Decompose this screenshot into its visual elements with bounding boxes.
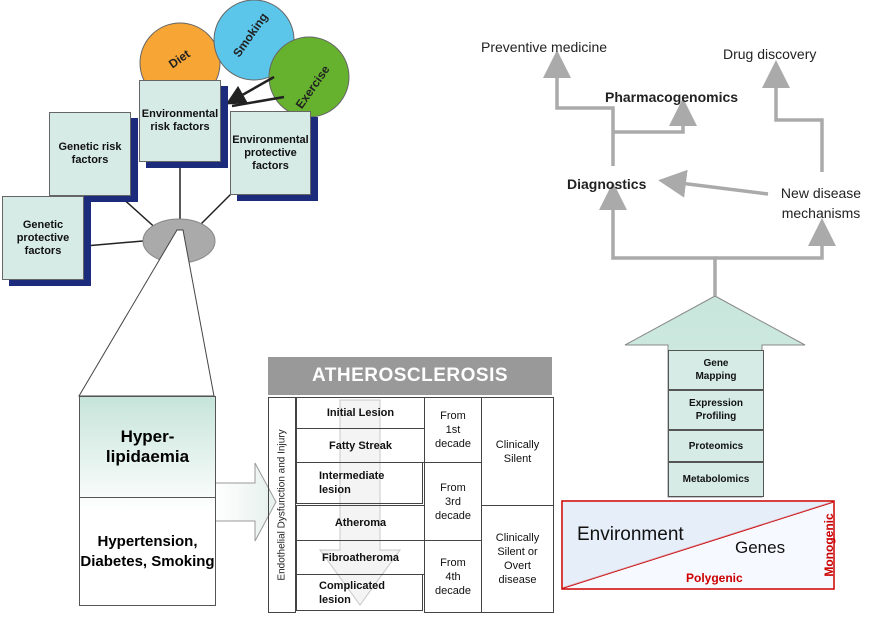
timing-1st-label: From 1st decade — [434, 410, 472, 450]
method-metabolomics: Metabolomics — [668, 462, 764, 497]
atherosclerosis-title: ATHEROSCLEROSIS — [268, 357, 552, 395]
status-silent: Clinically Silent — [481, 397, 554, 505]
hyperlipidaemia-label: Hyper-lipidaemia — [80, 397, 215, 498]
method-gene-mapping: Gene Mapping — [668, 350, 764, 390]
lesion-atheroma: Atheroma — [296, 505, 425, 541]
timing-4th: From 4th decade — [424, 540, 482, 613]
genes-label: Genes — [735, 538, 786, 557]
genetic-risk-label: Genetic risk factors — [58, 141, 122, 166]
method-proteomics: Proteomics — [668, 430, 764, 462]
lesion-atheroma-label: Atheroma — [334, 517, 387, 529]
diagnostics-label: Diagnostics — [567, 176, 647, 192]
risk-conditions-box: Hyper-lipidaemia Hypertension, Diabetes,… — [79, 396, 216, 606]
method-proteomics-label: Proteomics — [688, 440, 744, 452]
polygenic-label: Polygenic — [686, 571, 743, 585]
method-expression-profiling: Expression Profiling — [668, 390, 764, 430]
pharmacogenomics-label: Pharmacogenomics — [605, 89, 739, 105]
lesion-intermediate: Intermediate lesion — [296, 462, 423, 504]
environment-label: Environment — [577, 524, 684, 545]
lesion-fatty-streak: Fatty Streak — [296, 428, 425, 463]
lesion-complicated: Complicated lesion — [296, 574, 423, 611]
lesion-fibroatheroma: Fibroatheroma — [296, 540, 425, 575]
timing-1st: From 1st decade — [424, 397, 482, 463]
endothelial-label-cell: Endothelial Dysfunction and Injury — [268, 397, 296, 613]
environmental-risk-label: Environmental risk factors — [141, 108, 219, 133]
status-overt-label: Clinically Silent or Overt disease — [495, 532, 540, 586]
drug-discovery-label: Drug discovery — [723, 46, 817, 62]
monogenic-label: Monogenic — [822, 513, 836, 577]
method-metabolomics-label: Metabolomics — [682, 474, 750, 485]
exercise-circle — [268, 36, 350, 118]
genetic-protective-label: Genetic protective factors — [16, 218, 70, 257]
status-overt: Clinically Silent or Overt disease — [481, 505, 554, 613]
environmental-protective-box: Environmental protective factors — [230, 111, 311, 195]
method-expression-profiling-label: Expression Profiling — [689, 398, 743, 422]
lesion-fibroatheroma-label: Fibroatheroma — [321, 551, 399, 564]
timing-3rd-label: From 3rd decade — [434, 481, 472, 522]
environmental-risk-box: Environmental risk factors — [139, 80, 221, 162]
new-disease-mechanisms-label: New disease mechanisms — [780, 185, 862, 221]
lesion-intermediate-label: Intermediate lesion — [319, 470, 385, 496]
lesion-fatty-streak-label: Fatty Streak — [329, 439, 392, 452]
lesion-initial-label: Initial Lesion — [326, 407, 395, 419]
endothelial-label: Endothelial Dysfunction and Injury — [276, 429, 288, 581]
timing-3rd: From 3rd decade — [424, 462, 482, 541]
lesion-initial: Initial Lesion — [296, 397, 425, 429]
lesion-complicated-label: Complicated lesion — [319, 579, 386, 606]
status-silent-label: Clinically Silent — [495, 438, 540, 465]
timing-4th-label: From 4th decade — [434, 556, 472, 597]
genetic-protective-box: Genetic protective factors — [2, 196, 84, 280]
preventive-medicine-label: Preventive medicine — [481, 39, 608, 55]
method-gene-mapping-label: Gene Mapping — [695, 358, 737, 382]
hypertension-label: Hypertension, Diabetes, Smoking — [80, 532, 215, 570]
environmental-protective-label: Environmental protective factors — [232, 133, 309, 172]
genetic-risk-box: Genetic risk factors — [49, 112, 131, 196]
